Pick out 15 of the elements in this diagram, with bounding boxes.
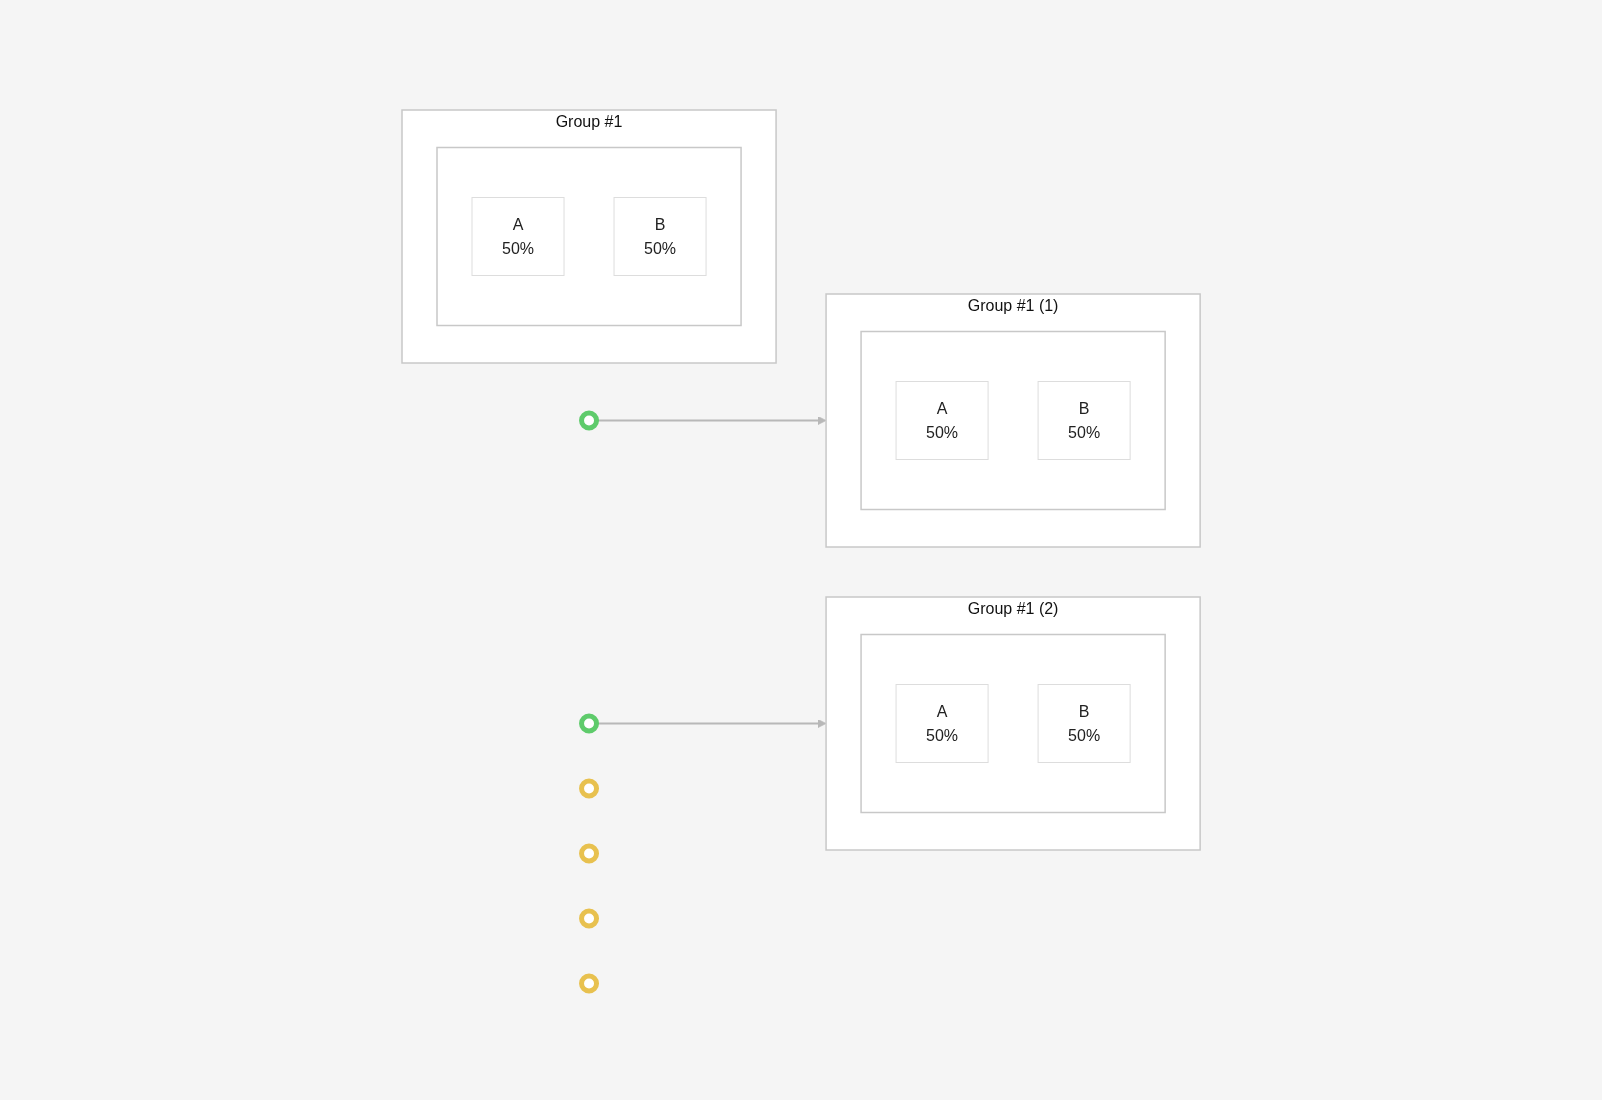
node-box: B 50% xyxy=(1037,380,1131,460)
node-circle xyxy=(578,410,599,430)
node-box: B 50% xyxy=(1037,683,1131,763)
node-circle xyxy=(578,973,599,993)
node-circle xyxy=(578,908,599,928)
node-circle xyxy=(578,778,599,798)
cluster xyxy=(860,330,1166,510)
node-box: A 50% xyxy=(895,380,989,460)
node-box: A 50% xyxy=(895,683,989,763)
cluster xyxy=(436,146,742,326)
node-box: B 50% xyxy=(613,196,707,276)
cluster xyxy=(860,633,1166,813)
node-circle xyxy=(578,713,599,733)
node-box: A 50% xyxy=(471,196,565,276)
node-circle xyxy=(578,843,599,863)
